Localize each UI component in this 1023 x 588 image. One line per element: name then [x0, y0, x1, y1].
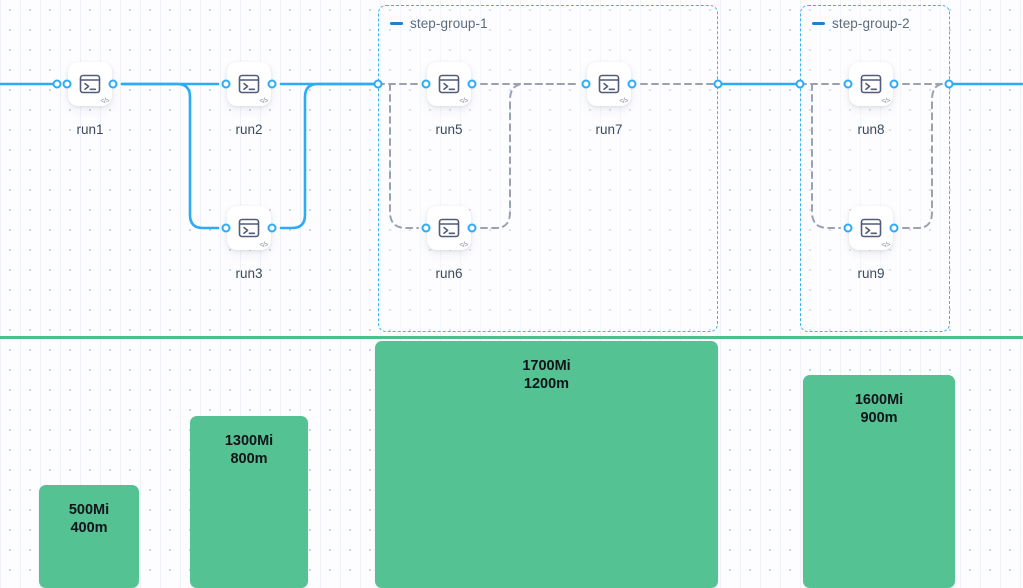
node-run9[interactable]: </> — [849, 206, 893, 250]
terminal-icon — [237, 216, 261, 240]
terminal-icon — [237, 72, 261, 96]
port-output-run1[interactable] — [108, 79, 118, 89]
node-label-run1: run1 — [76, 122, 104, 137]
edge-run3-join — [279, 82, 380, 230]
node-label-run7: run7 — [595, 122, 623, 137]
node-label-run6: run6 — [435, 266, 463, 281]
port-output-run2[interactable] — [267, 79, 277, 89]
node-run6[interactable]: </> — [427, 206, 471, 250]
terminal-icon — [859, 216, 883, 240]
resource-cpu-label: 800m — [230, 451, 268, 467]
edge-run1-run3 — [120, 82, 220, 230]
resource-cpu-label: 400m — [70, 520, 108, 536]
node-run5[interactable]: </> — [427, 62, 471, 106]
node-label-run9: run9 — [857, 266, 885, 281]
node-label-run2: run2 — [235, 122, 263, 137]
port-input-run2[interactable] — [221, 79, 231, 89]
resource-memory-label: 500Mi — [68, 502, 110, 518]
node-run8[interactable]: </> — [849, 62, 893, 106]
resource-memory-label: 1700Mi — [522, 358, 571, 374]
resource-divider — [0, 336, 1023, 339]
code-icon: </> — [881, 242, 890, 249]
terminal-icon — [437, 72, 461, 96]
code-icon: </> — [259, 98, 268, 105]
port-group1-in[interactable] — [373, 79, 383, 89]
edge-g2in-run9 — [811, 83, 841, 229]
port-output-run3[interactable] — [267, 223, 277, 233]
group-frame-step-group-2[interactable] — [800, 5, 950, 332]
port-output-run7[interactable] — [627, 79, 637, 89]
code-icon: </> — [100, 98, 109, 105]
minus-icon[interactable] — [812, 22, 825, 25]
terminal-icon — [78, 72, 102, 96]
port-input-run5[interactable] — [421, 79, 431, 89]
port-input-run3[interactable] — [221, 223, 231, 233]
port-group1-out[interactable] — [713, 79, 723, 89]
port-entry[interactable] — [52, 79, 62, 89]
group-label-step-group-1[interactable]: step-group-1 — [390, 16, 488, 31]
minus-icon[interactable] — [390, 22, 403, 25]
edge-run6-run7 — [480, 83, 579, 229]
resource-cpu-label: 1200m — [523, 376, 570, 392]
port-input-run6[interactable] — [421, 223, 431, 233]
port-output-run6[interactable] — [467, 223, 477, 233]
code-icon: </> — [881, 98, 890, 105]
node-run1[interactable]: </> — [68, 62, 112, 106]
code-icon: </> — [619, 98, 628, 105]
node-label-run5: run5 — [435, 122, 463, 137]
group-frame-step-group-1[interactable] — [378, 5, 718, 332]
group-label-step-group-2[interactable]: step-group-2 — [812, 16, 910, 31]
port-input-run9[interactable] — [843, 223, 853, 233]
resource-bar-bar-group2[interactable]: 1600Mi 900m — [803, 375, 955, 588]
port-input-run7[interactable] — [581, 79, 591, 89]
resource-bar-bar-run1[interactable]: 500Mi 400m — [39, 485, 139, 588]
group-label-text: step-group-2 — [832, 16, 910, 31]
code-icon: </> — [259, 242, 268, 249]
port-group2-out[interactable] — [944, 79, 954, 89]
node-run2[interactable]: </> — [227, 62, 271, 106]
terminal-icon — [597, 72, 621, 96]
terminal-icon — [437, 216, 461, 240]
port-output-run8[interactable] — [889, 79, 899, 89]
code-icon: </> — [459, 242, 468, 249]
port-group2-in[interactable] — [795, 79, 805, 89]
edge-run9-g2out — [902, 83, 950, 229]
resource-bar-bar-group1[interactable]: 1700Mi 1200m — [375, 341, 718, 588]
port-output-run5[interactable] — [467, 79, 477, 89]
group-label-text: step-group-1 — [410, 16, 488, 31]
resource-bar-bar-run3[interactable]: 1300Mi 800m — [190, 416, 308, 588]
node-label-run8: run8 — [857, 122, 885, 137]
terminal-icon — [859, 72, 883, 96]
resource-memory-label: 1300Mi — [224, 433, 274, 449]
node-run7[interactable]: </> — [587, 62, 631, 106]
code-icon: </> — [459, 98, 468, 105]
port-input-run1[interactable] — [62, 79, 72, 89]
resource-memory-label: 1600Mi — [854, 392, 904, 408]
node-label-run3: run3 — [235, 266, 263, 281]
node-run3[interactable]: </> — [227, 206, 271, 250]
resource-cpu-label: 900m — [860, 410, 898, 426]
port-output-run9[interactable] — [889, 223, 899, 233]
edge-g1in-run6 — [389, 83, 419, 229]
port-input-run8[interactable] — [843, 79, 853, 89]
